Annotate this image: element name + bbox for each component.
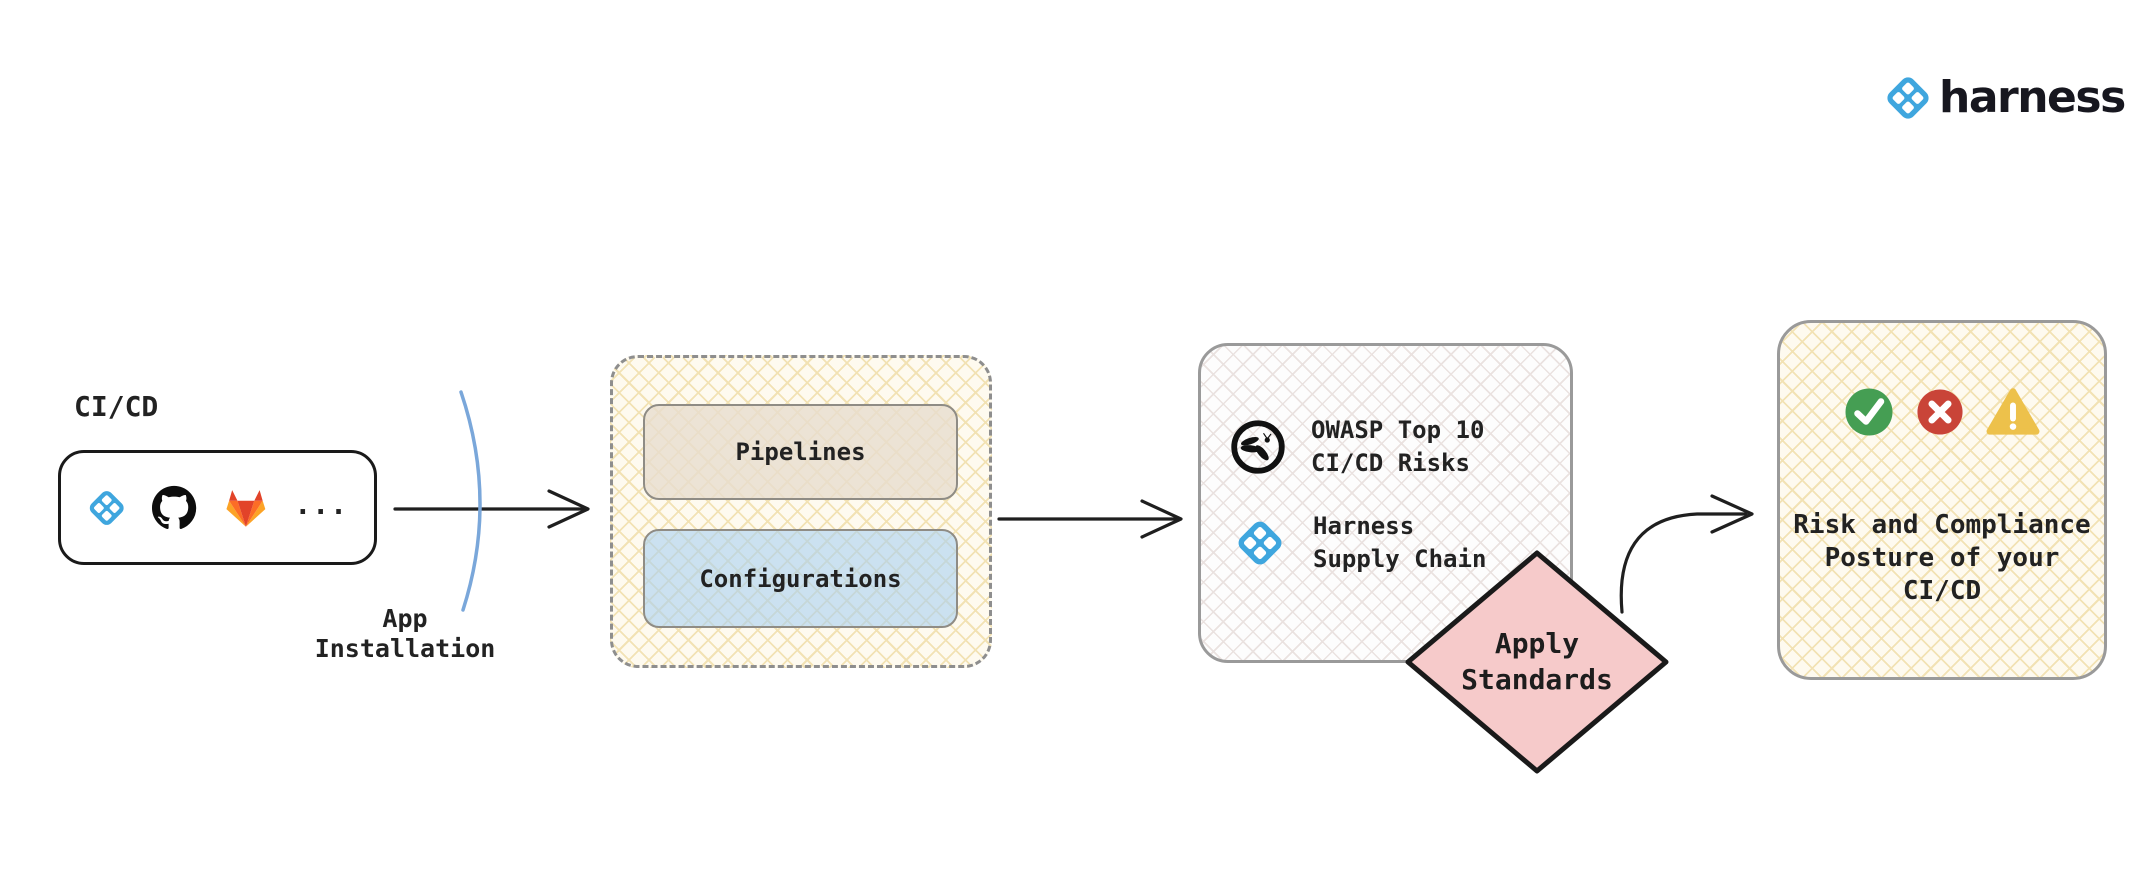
owasp-wasp-icon xyxy=(1231,420,1285,474)
warning-triangle-icon xyxy=(1986,388,2040,435)
harness-icon xyxy=(1238,521,1282,565)
configurations-label: Configurations xyxy=(699,564,902,593)
pipelines-label: Pipelines xyxy=(735,438,866,466)
owasp-label-line2: CI/CD Risks xyxy=(1311,449,1470,477)
result-node: Risk and Compliance Posture of your CI/C… xyxy=(1777,320,2107,680)
result-label: Risk and Compliance Posture of your CI/C… xyxy=(1793,510,2091,606)
configurations-node: Configurations xyxy=(643,529,958,628)
apply-standards-line2: Standards xyxy=(1461,663,1613,696)
supply-chain-label-line2: Supply Chain xyxy=(1313,545,1487,573)
apply-standards-line1: Apply xyxy=(1494,627,1580,660)
cross-circle-icon xyxy=(1917,389,1963,435)
check-circle-icon xyxy=(1845,388,1893,436)
app-installation-label: App Installation xyxy=(314,604,496,663)
harness-brand: harness xyxy=(1884,72,2126,123)
cicd-source-node: ... xyxy=(58,450,377,565)
apply-standards-node: Apply Standards xyxy=(1403,548,1671,776)
supply-chain-label-line1: Harness xyxy=(1313,512,1415,540)
harness-supply-chain-row: Harness Supply Chain xyxy=(1235,510,1486,576)
gitlab-icon xyxy=(226,489,265,527)
owasp-label-line1: OWASP Top 10 xyxy=(1311,416,1485,444)
status-icons-row xyxy=(1780,387,2104,437)
cicd-source-label: CI/CD xyxy=(74,390,159,423)
ingest-group: Pipelines Configurations xyxy=(610,355,992,668)
diamond-shape xyxy=(1405,550,1669,774)
more-providers-indicator: ... xyxy=(294,488,348,521)
harness-icon xyxy=(89,490,124,525)
harness-logo-icon xyxy=(1887,77,1929,119)
github-icon xyxy=(152,485,197,529)
harness-wordmark: harness xyxy=(1939,72,2126,123)
pipelines-node: Pipelines xyxy=(643,404,958,500)
owasp-risks-row: OWASP Top 10 CI/CD Risks xyxy=(1229,414,1484,480)
